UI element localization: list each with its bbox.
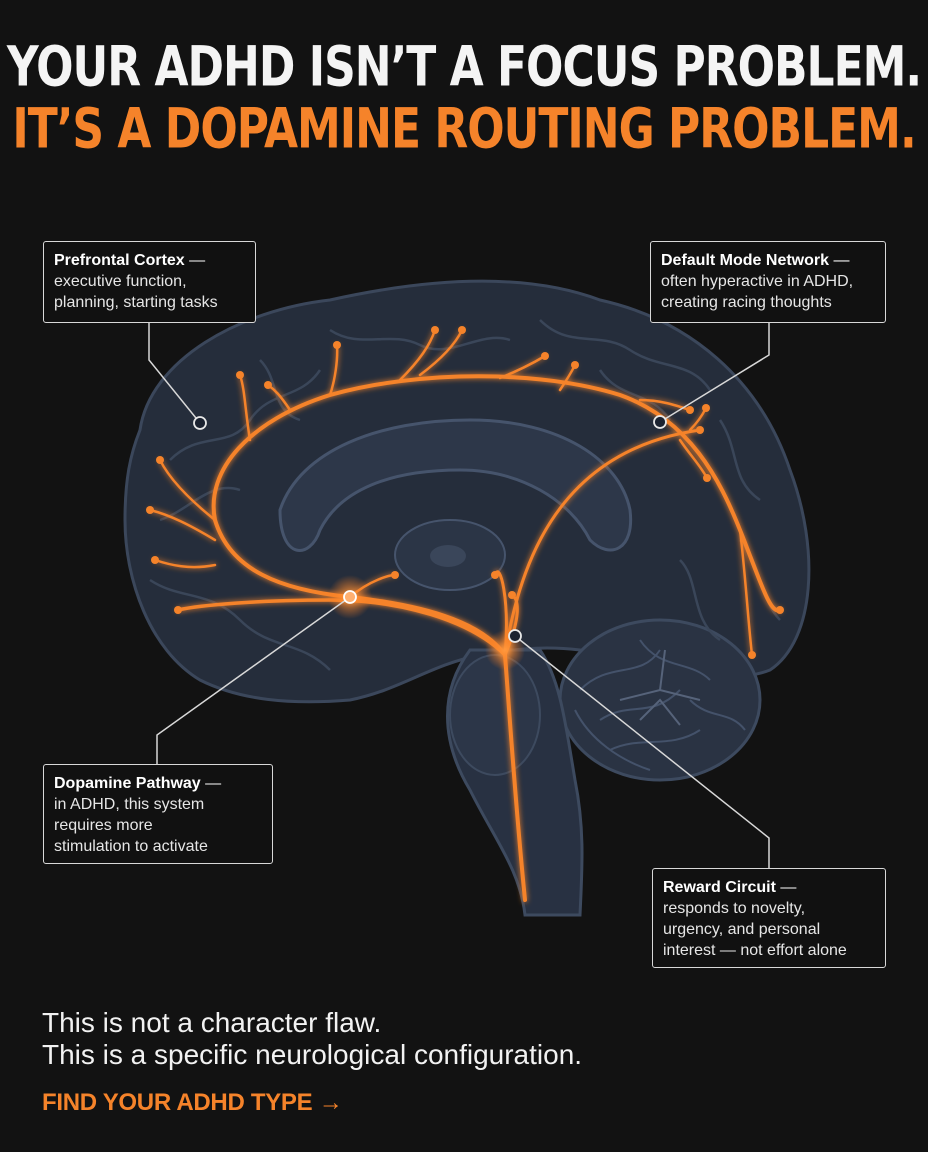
callout-separator: —: [200, 775, 222, 792]
callout-text: in ADHD, this system: [54, 796, 205, 813]
dopamine-marker: [343, 590, 357, 604]
footer-line-1: This is not a character flaw.: [42, 1007, 382, 1038]
leader-lines: [148, 323, 770, 868]
footer-line-2: This is a specific neurological configur…: [42, 1039, 583, 1070]
headline-line-2: IT’S A DOPAMINE ROUTING PROBLEM.: [12, 97, 916, 162]
headline: YOUR ADHD ISN’T A FOCUS PROBLEM. IT’S A …: [0, 40, 928, 157]
callout-title: Reward Circuit: [663, 879, 776, 896]
pathway-nodes: [146, 326, 784, 659]
callout-reward-circuit: Reward Circuit — responds to novelty, ur…: [652, 868, 886, 968]
callout-title: Dopamine Pathway: [54, 775, 201, 792]
callout-separator: —: [829, 252, 850, 269]
callout-text: executive function,: [54, 273, 187, 290]
cerebellum: [558, 618, 762, 782]
callout-prefrontal-cortex: Prefrontal Cortex — executive function, …: [43, 241, 256, 323]
callout-text: stimulation to activate: [54, 838, 208, 855]
callout-text: requires more: [54, 817, 153, 834]
callout-text: urgency, and personal: [663, 921, 821, 938]
callout-dopamine-pathway: Dopamine Pathway — in ADHD, this system …: [43, 764, 273, 864]
callout-separator: —: [775, 879, 797, 896]
callout-text: planning, starting tasks: [54, 294, 218, 311]
find-adhd-type-link[interactable]: FIND YOUR ADHD TYPE →: [42, 1089, 343, 1116]
callout-title: Default Mode Network: [661, 252, 830, 269]
callout-text: often hyperactive in ADHD,: [661, 273, 854, 290]
callout-text: creating racing thoughts: [661, 294, 832, 311]
callout-title: Prefrontal Cortex: [54, 252, 185, 269]
callout-text: interest — not effort alone: [663, 942, 847, 959]
corpus-callosum: [278, 418, 633, 552]
callout-default-mode-network: Default Mode Network — often hyperactive…: [650, 241, 886, 323]
headline-line-1: YOUR ADHD ISN’T A FOCUS PROBLEM.: [6, 35, 922, 100]
callout-separator: —: [184, 252, 206, 269]
marker-rings: [193, 415, 667, 643]
callout-text: responds to novelty,: [663, 900, 806, 917]
